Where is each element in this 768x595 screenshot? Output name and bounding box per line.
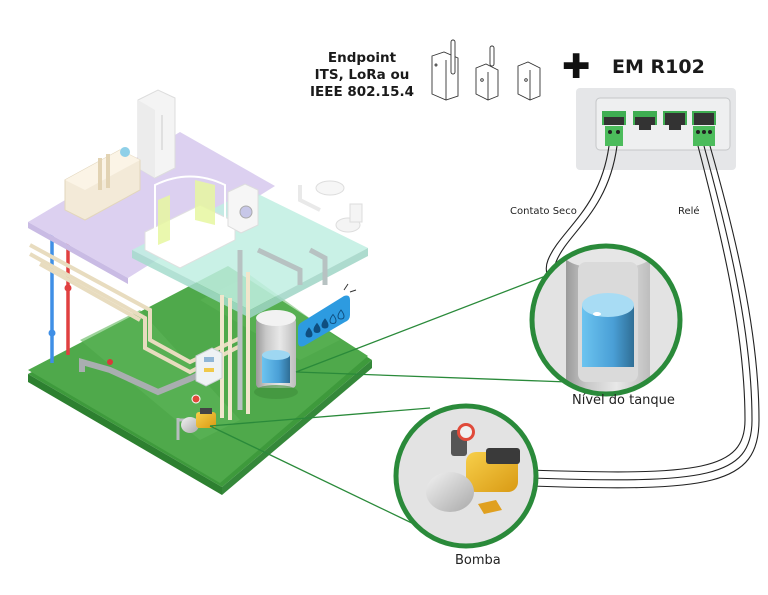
water-drop-empty-icon	[329, 313, 337, 325]
endpoint-title-line-3: IEEE 802.15.4	[309, 84, 414, 100]
tank-level-callout	[529, 243, 683, 397]
relay-label: Relé	[678, 206, 700, 217]
em-r102-controller	[576, 88, 736, 170]
pump-label: Bomba	[455, 553, 501, 568]
water-drop-filled-icon	[313, 322, 321, 334]
refrigerator	[137, 89, 176, 179]
callout-lines	[209, 271, 569, 527]
endpoint-title: Endpoint ITS, LoRa ou IEEE 802.15.4	[304, 50, 420, 101]
endpoint-device-long-antenna	[431, 39, 459, 101]
control-panel	[195, 347, 223, 387]
washing-machine	[227, 183, 259, 234]
tank-level-label: Nível do tanque	[572, 393, 675, 408]
water-tank-small	[254, 310, 298, 399]
water-drop-filled-icon	[321, 318, 329, 329]
relay-wires	[529, 145, 760, 489]
connector-3	[663, 111, 687, 130]
relay-connector	[692, 111, 716, 146]
bathroom-fixtures	[298, 180, 363, 233]
pump-callout	[393, 403, 539, 549]
endpoint-device-no-antenna	[517, 61, 541, 101]
main-water-pipe	[79, 358, 214, 396]
dry-contact-label: Contato Seco	[510, 206, 577, 217]
kitchen-counter	[64, 147, 141, 221]
controller-model-title: EM R102	[612, 56, 705, 78]
endpoint-title-line-1: Endpoint	[327, 50, 397, 66]
water-drop-empty-icon	[337, 309, 345, 320]
endpoint-title-line-2: ITS, LoRa ou	[314, 67, 410, 83]
plus-icon: ✚	[562, 47, 591, 87]
bathtub	[144, 175, 236, 269]
house-illustration	[28, 89, 372, 495]
dry-contact-connector	[602, 111, 626, 146]
connector-2	[633, 111, 657, 130]
water-drop-filled-icon	[305, 327, 313, 338]
valve-handle-icon	[107, 359, 113, 365]
level-sensor-probe	[593, 312, 601, 316]
endpoint-device-short-antenna	[475, 45, 499, 101]
drain-pipes	[237, 247, 328, 410]
upper-floor-kitchen	[28, 132, 275, 284]
pump-small	[176, 394, 216, 440]
endpoint-devices	[431, 39, 541, 101]
water-level-badge	[298, 283, 357, 347]
